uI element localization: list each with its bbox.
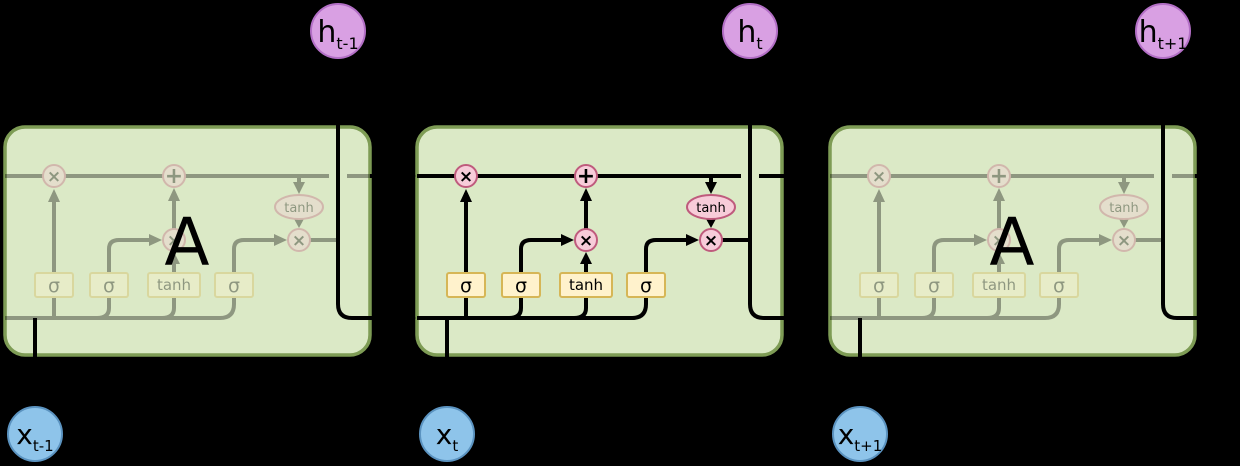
cell-label-left: A [164,204,209,281]
input-label-next: xt+1 [838,418,883,455]
hidden-base: h [1139,15,1158,50]
input-sub: t-1 [33,437,54,455]
hidden-sub: t+1 [1158,34,1188,53]
input-sub: t+1 [854,437,882,455]
input-node-prev [7,406,63,462]
input-sub: t [452,437,458,455]
input-base: x [838,418,855,451]
hidden-state-label-current: ht [737,15,762,53]
hidden-sub: t-1 [336,34,358,53]
input-label-current: xt [436,418,459,455]
hidden-state-label-prev: ht-1 [317,15,358,53]
hidden-base: h [317,15,336,50]
input-node-current [419,406,475,462]
hidden-sub: t [756,34,762,53]
hidden-state-node-current [722,3,778,59]
input-base: x [16,418,33,451]
input-node-next [832,406,888,462]
input-label-prev: xt-1 [16,418,53,455]
hidden-base: h [737,15,756,50]
hidden-state-node-prev [310,3,366,59]
input-base: x [436,418,453,451]
hidden-state-node-next [1135,3,1191,59]
cell-label-right: A [989,204,1034,281]
hidden-state-label-next: ht+1 [1139,15,1188,53]
